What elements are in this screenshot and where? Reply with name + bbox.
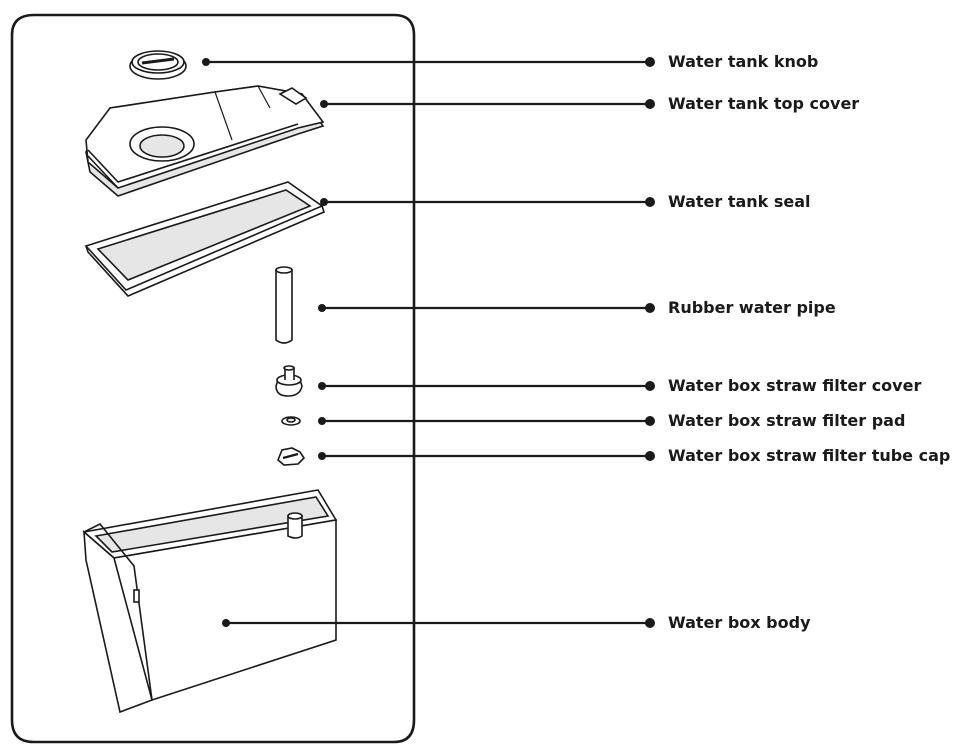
leader-dot xyxy=(318,452,326,460)
straw-filter-tube-cap-part xyxy=(277,447,306,466)
frame-outline xyxy=(10,13,416,744)
rubber-water-pipe-part xyxy=(275,266,293,344)
leader-dot xyxy=(645,381,655,391)
water-box-body-part xyxy=(82,489,338,714)
straw-filter-pad-part xyxy=(281,416,301,426)
leader-dot xyxy=(645,197,655,207)
label-straw-filter-pad: Water box straw filter pad xyxy=(668,411,906,430)
leader-dot xyxy=(320,100,328,108)
leader-dot xyxy=(645,303,655,313)
label-water-tank-seal: Water tank seal xyxy=(668,192,811,211)
leader-dot xyxy=(318,417,326,425)
label-water-tank-knob: Water tank knob xyxy=(668,52,819,71)
leader-dot xyxy=(645,451,655,461)
leader-dot xyxy=(222,619,230,627)
straw-filter-cover-part xyxy=(275,365,303,397)
water-tank-seal-part xyxy=(84,181,325,297)
leader-dot xyxy=(645,416,655,426)
water-tank-knob-part xyxy=(129,50,187,80)
label-water-box-body: Water box body xyxy=(668,613,811,632)
leader-dot xyxy=(320,198,328,206)
label-water-tank-top-cover: Water tank top cover xyxy=(668,94,860,113)
leader-dot xyxy=(645,618,655,628)
leader-dot xyxy=(645,57,655,67)
leader-dot xyxy=(318,304,326,312)
leader-dot xyxy=(202,58,210,66)
label-straw-filter-tube-cap: Water box straw filter tube cap xyxy=(668,446,951,465)
leader-dot xyxy=(645,99,655,109)
label-straw-filter-cover: Water box straw filter cover xyxy=(668,376,922,395)
label-rubber-water-pipe: Rubber water pipe xyxy=(668,298,836,317)
water-tank-top-cover-part xyxy=(85,85,325,197)
leader-dot xyxy=(318,382,326,390)
